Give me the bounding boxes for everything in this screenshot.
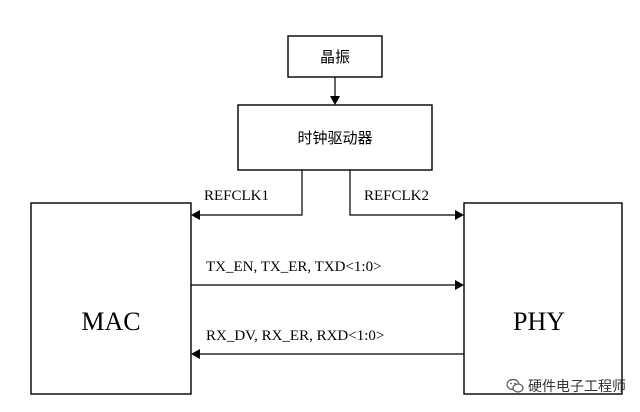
mac-label: MAC	[81, 307, 140, 336]
watermark: 硬件电子工程师	[506, 376, 626, 396]
clock-driver-label: 时钟驱动器	[297, 129, 372, 147]
refclk2-label: REFCLK2	[364, 188, 429, 204]
wechat-icon	[506, 378, 524, 393]
refclk1-path	[199, 170, 303, 216]
watermark-text: 硬件电子工程师	[528, 379, 626, 395]
phy-label: PHY	[513, 307, 565, 336]
refclk2-arrowhead	[455, 210, 464, 220]
clock-driver-box	[237, 104, 433, 171]
crystal-box	[287, 35, 383, 78]
crystal-to-driver-arrowhead	[330, 96, 340, 105]
refclk1-arrowhead	[191, 210, 200, 220]
refclk2-path	[349, 170, 455, 216]
phy-box	[463, 202, 623, 395]
crystal-label: 晶振	[320, 48, 350, 66]
tx-label: TX_EN, TX_ER, TXD<1:0>	[206, 259, 382, 275]
mac-box	[30, 202, 192, 395]
rx-arrowhead	[191, 349, 200, 359]
refclk1-label: REFCLK1	[204, 188, 269, 204]
rx-label: RX_DV, RX_ER, RXD<1:0>	[206, 328, 384, 344]
tx-arrowhead	[455, 280, 464, 290]
